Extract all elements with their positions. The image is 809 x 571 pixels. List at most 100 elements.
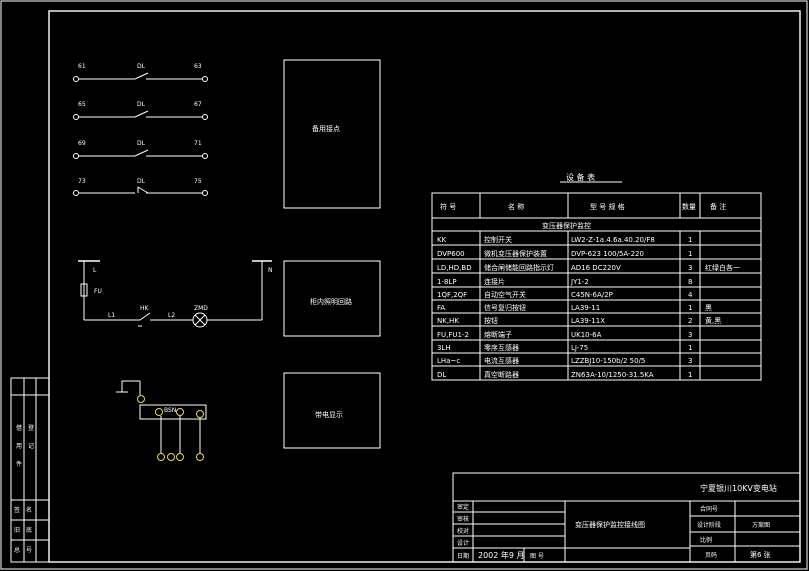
equipment-table: 设 备 表 符 号 名 称 型 号 规 格 数量 备 注 变压器保护监控 xyxy=(431,172,762,381)
equipment-title: 设 备 表 xyxy=(566,172,595,182)
contact-2-mid: DL xyxy=(137,101,146,108)
table-cell: 黄,黑 xyxy=(705,316,721,325)
label-L1: L1 xyxy=(108,312,115,319)
table-cell: DL xyxy=(437,371,446,379)
table-cell: 信号复归按钮 xyxy=(484,303,526,312)
contact-3-right: 71 xyxy=(194,140,202,147)
box-spare-label: 备用接点 xyxy=(312,124,340,133)
table-cell: 电流互感器 xyxy=(484,356,519,365)
tb-page-value: 第6 张 xyxy=(750,550,771,559)
tb-label-5: 日期 xyxy=(457,552,469,560)
table-cell: ZN63A-10/1250-31.5KA xyxy=(571,371,654,379)
tb-label-4: 设计 xyxy=(457,539,469,547)
box-live-display: 带电显示 xyxy=(283,372,381,449)
table-cell: LZZBJ10-150b/2 50/5 xyxy=(571,357,645,365)
table-cell: 按钮 xyxy=(484,316,498,325)
tb-label-1: 审定 xyxy=(457,503,469,511)
label-N: N xyxy=(268,267,273,274)
terminal-block: BSN xyxy=(116,380,207,461)
table-cell: 3LH xyxy=(437,344,451,352)
table-cell: NK,HK xyxy=(437,317,459,325)
header-qty: 数量 xyxy=(682,202,696,211)
table-cell: DVP-623 100/5A-220 xyxy=(571,250,644,258)
box-live-label: 带电显示 xyxy=(315,410,343,419)
tb-drawno: 图 号 xyxy=(530,553,544,560)
table-cell: 黑 xyxy=(705,304,712,312)
label-ZMD: ZMD xyxy=(194,305,208,312)
box-cabinet-label: 柜内照明回路 xyxy=(310,297,352,306)
table-cell: LW2-Z-1a.4.6a.40.20/F8 xyxy=(571,236,655,244)
box-cabinet-lighting: 柜内照明回路 xyxy=(283,260,381,337)
table-section: 变压器保护监控 xyxy=(542,221,591,230)
table-cell: UK10-6A xyxy=(571,331,602,339)
header-remark: 备 注 xyxy=(710,202,726,211)
table-cell: FU,FU1-2 xyxy=(437,331,469,339)
drawing-title: 变压器保护监控接线图 xyxy=(575,520,645,529)
table-cell: 控制开关 xyxy=(484,235,512,244)
tb-scale: 比例 xyxy=(700,536,712,544)
table-cell: 红绿白各一 xyxy=(705,263,740,272)
label-L2: L2 xyxy=(168,312,175,319)
header-symbol: 符 号 xyxy=(440,202,456,211)
sidebar-label-10: 总 xyxy=(14,546,20,554)
table-cell: 1QF,2QF xyxy=(437,291,467,299)
label-L: L xyxy=(93,267,97,274)
contact-row-3: 69 DL 71 xyxy=(73,140,208,159)
contact-2-left: 65 xyxy=(78,101,86,108)
lighting-circuit: L N FU HK ZMD L1 L2 xyxy=(78,260,273,328)
table-cell: 1 xyxy=(688,371,692,379)
contact-row-1: 61 DL 63 xyxy=(73,63,208,82)
label-FU: FU xyxy=(94,288,102,295)
terminal-label: BSN xyxy=(164,407,176,414)
tb-stage: 设计阶段 xyxy=(697,521,721,529)
contact-3-left: 69 xyxy=(78,140,86,147)
sidebar-label-9: 底 xyxy=(26,526,32,534)
table-cell: LA39-11X xyxy=(571,317,605,325)
contact-4-right: 75 xyxy=(194,178,202,185)
table-cell: 8 xyxy=(688,278,692,286)
table-cell: 连接片 xyxy=(484,277,505,286)
tb-label-3: 校对 xyxy=(457,527,469,535)
contact-2-right: 67 xyxy=(194,101,202,108)
sidebar-label-11: 号 xyxy=(26,547,32,554)
contact-1-right: 63 xyxy=(194,63,202,70)
tb-label-2: 审核 xyxy=(457,515,469,523)
sidebar-label-5: 记 xyxy=(28,443,34,450)
header-model: 型 号 规 格 xyxy=(590,202,625,211)
table-cell: 2 xyxy=(688,317,692,325)
label-HK: HK xyxy=(140,305,150,312)
table-cell: 3 xyxy=(688,331,692,339)
table-cell: C45N-6A/2P xyxy=(571,291,613,299)
table-cell: 3 xyxy=(688,264,692,272)
inner-frame xyxy=(48,10,801,563)
table-cell: 微机变压器保护装置 xyxy=(484,249,547,258)
sidebar-label-2: 用 xyxy=(16,443,22,450)
project-name: 宁夏银川10KV变电站 xyxy=(700,483,777,493)
table-cell: LD,HD,BD xyxy=(437,264,472,272)
table-cell: 1 xyxy=(688,236,692,244)
sidebar-label-1: 借 xyxy=(16,424,22,432)
table-cell: AD16 DC220V xyxy=(571,264,621,272)
table-cell: DVP600 xyxy=(437,250,465,258)
table-cell: 1 xyxy=(688,250,692,258)
table-cell: 自动空气开关 xyxy=(484,290,526,299)
contact-3-mid: DL xyxy=(137,140,146,147)
header-name: 名 称 xyxy=(508,202,524,211)
table-cell: 熔断端子 xyxy=(484,330,512,339)
table-cell: 1 xyxy=(688,344,692,352)
table-cell: 零序互感器 xyxy=(484,343,519,352)
contact-4-mid: DL xyxy=(137,178,146,185)
table-cell: JY1-2 xyxy=(570,278,589,286)
table-cell: 储合闸储能回路指示灯 xyxy=(484,263,554,272)
box-spare-contacts: 备用接点 xyxy=(283,59,381,209)
table-cell: 4 xyxy=(688,291,693,299)
sidebar-label-7: 名 xyxy=(26,506,32,514)
tb-date: 2002 年9 月 xyxy=(478,550,525,560)
left-sidebar: 借 用 件 登 记 签 名 旧 底 总 号 xyxy=(10,377,50,563)
table-cell: FA xyxy=(437,304,445,312)
contact-row-2: 65 DL 67 xyxy=(73,101,208,120)
sidebar-label-8: 旧 xyxy=(14,527,20,534)
